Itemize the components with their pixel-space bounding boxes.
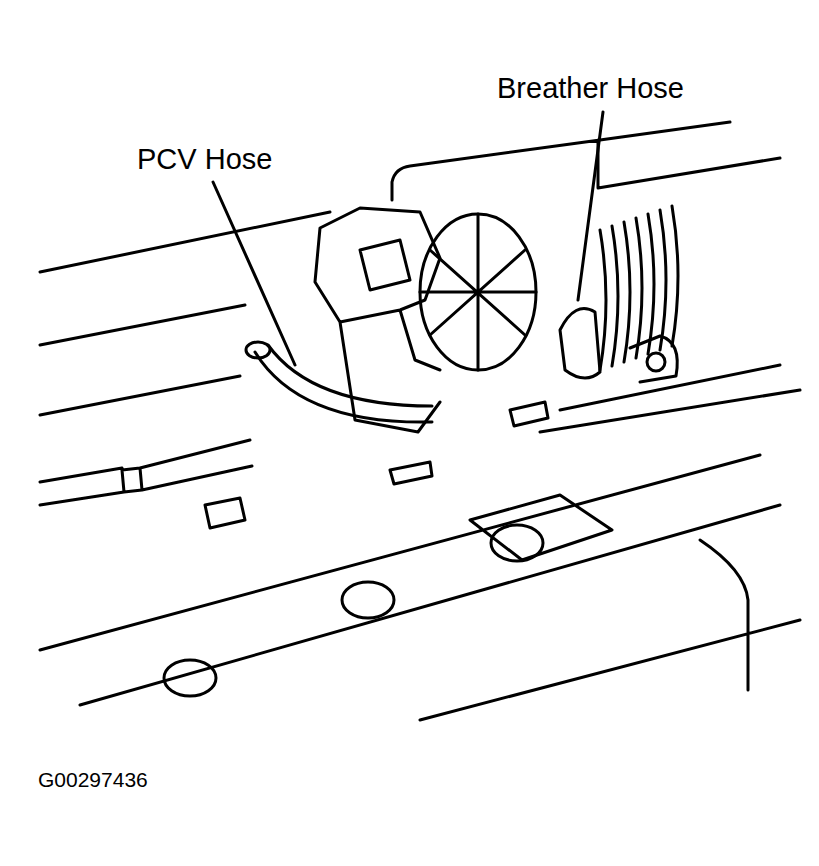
spark-plug-hole	[491, 525, 543, 561]
part-label: PCV Hose	[137, 143, 272, 176]
figure-code: G00297436	[38, 768, 148, 792]
spark-plug-hole	[342, 582, 394, 618]
throttle-bore	[420, 214, 536, 370]
leader-line	[578, 112, 603, 300]
throttle-spokes	[420, 214, 536, 370]
breather-hose-outlet	[560, 309, 677, 382]
throttle-body	[315, 208, 440, 432]
mounting-tab-hole	[647, 353, 665, 371]
pcv-fitting	[246, 342, 270, 358]
part-label: Breather Hose	[497, 72, 684, 105]
pcv-hose	[255, 345, 432, 422]
leader-line	[213, 182, 295, 365]
engine-body	[40, 122, 800, 720]
spark-plug-hole	[164, 660, 216, 696]
